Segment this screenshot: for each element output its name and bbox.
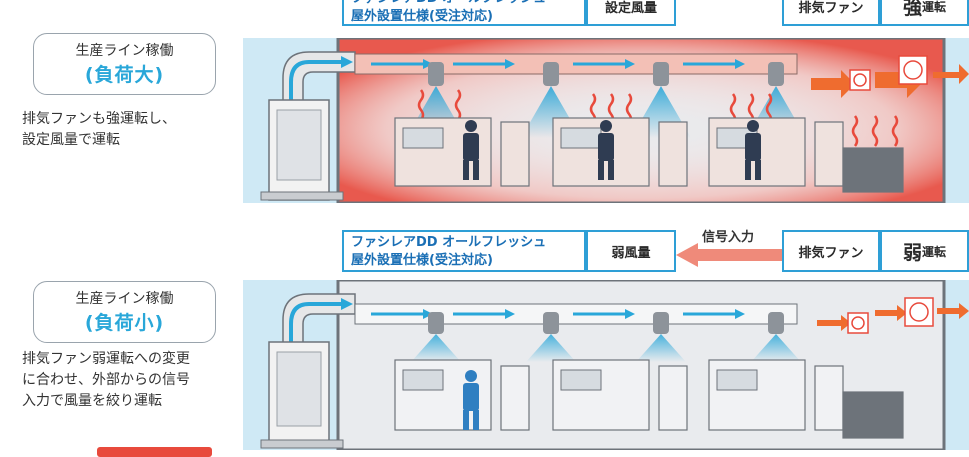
bottom-header-title-line1: ファシレアDD オールフレッシュ bbox=[351, 235, 547, 250]
top-header-title-line2: 屋外設置仕様(受注対応) bbox=[351, 9, 493, 24]
bottom-airflow-label: 弱風量 bbox=[611, 245, 651, 261]
top-status-line: 生産ライン稼働 bbox=[75, 43, 174, 59]
bottom-fan-strength: 弱 bbox=[902, 241, 922, 264]
bottom-status-load: (負荷小) bbox=[84, 312, 165, 334]
bottom-fan-suffix: 運転 bbox=[922, 244, 947, 259]
red-badge bbox=[97, 447, 212, 457]
bottom-description: 排気ファン弱運転への変更 に合わせ、外部からの信号 入力で風量を絞り運転 bbox=[22, 351, 190, 409]
top-fan-label: 排気ファン bbox=[798, 0, 864, 16]
signal-input-label: 信号入力 bbox=[702, 230, 755, 245]
top-fan-label-box: 排気ファン bbox=[782, 0, 880, 26]
bottom-header-title-box: ファシレアDD オールフレッシュ 屋外設置仕様(受注対応) bbox=[342, 230, 586, 272]
top-status-box: 生産ライン稼働 (負荷大) bbox=[33, 33, 216, 95]
bottom-factory-scene bbox=[243, 280, 969, 450]
bottom-fan-label: 排気ファン bbox=[798, 245, 864, 261]
top-fan-suffix: 運転 bbox=[922, 0, 947, 14]
bottom-status-line: 生産ライン稼働 bbox=[75, 291, 174, 307]
bottom-fan-mode-box: 弱 運転 bbox=[880, 230, 969, 272]
signal-arrow bbox=[676, 243, 782, 267]
top-fan-mode-box: 強 運転 bbox=[880, 0, 969, 26]
top-factory-scene bbox=[243, 38, 969, 203]
bottom-status-box: 生産ライン稼働 (負荷小) bbox=[33, 281, 216, 343]
bottom-airflow-label-box: 弱風量 bbox=[586, 230, 676, 272]
top-fan-strength: 強 bbox=[902, 0, 922, 19]
top-header-title-line1: ファシレアDD オールフレッシュ bbox=[351, 0, 577, 8]
top-airflow-label-box: 設定風量 bbox=[586, 0, 676, 26]
bottom-header-title-line2: 屋外設置仕様(受注対応) bbox=[351, 253, 493, 268]
bottom-fan-label-box: 排気ファン bbox=[782, 230, 880, 272]
top-description: 排気ファンも強運転し、 設定風量で運転 bbox=[22, 111, 176, 148]
top-header-title-box: ファシレアDD オールフレッシュ 屋外設置仕様(受注対応) bbox=[342, 0, 586, 26]
top-status-load: (負荷大) bbox=[84, 64, 165, 86]
top-airflow-label: 設定風量 bbox=[604, 0, 657, 16]
